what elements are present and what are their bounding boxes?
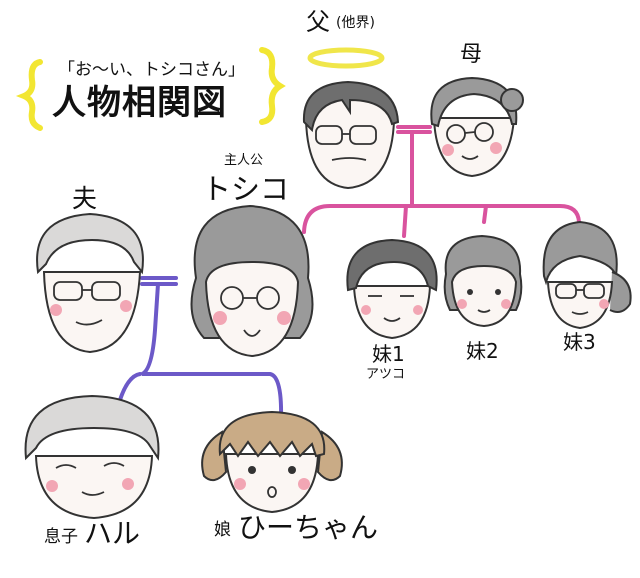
daughter-portrait — [201, 410, 343, 514]
title-main: 人物相関図 — [52, 83, 227, 123]
son-name: ハル — [84, 517, 141, 550]
marriage-lines — [118, 276, 284, 420]
sister3-portrait — [542, 220, 632, 330]
sister1-name: アツコ — [366, 367, 406, 382]
mother-label: 母 — [460, 42, 483, 67]
protagonist-name: トシコ — [202, 172, 290, 206]
mother-portrait — [430, 76, 524, 178]
sister1-portrait — [346, 238, 438, 340]
sister2-portrait — [443, 234, 523, 328]
sister1-label: 妹1 — [372, 342, 405, 366]
title-braces — [15, 47, 286, 131]
halo-icon — [307, 47, 385, 69]
parent-lines — [302, 125, 581, 238]
sister3-label: 妹3 — [563, 330, 596, 354]
son-role: 息子 — [44, 527, 78, 547]
sister2-label: 妹2 — [466, 339, 499, 363]
husband-portrait — [36, 212, 144, 354]
daughter-role: 娘 — [214, 520, 231, 540]
father-label: 父 — [306, 8, 330, 36]
father-portrait — [302, 47, 400, 190]
daughter-name: ひーちゃん — [238, 511, 379, 544]
husband-label: 夫 — [72, 184, 98, 213]
father-note: (他界) — [336, 15, 375, 31]
protagonist-tag: 主人公 — [224, 153, 264, 168]
title-subtitle: 「お〜い、トシコさん」 — [58, 60, 245, 80]
protagonist-portrait — [190, 204, 314, 358]
son-portrait — [24, 394, 160, 520]
